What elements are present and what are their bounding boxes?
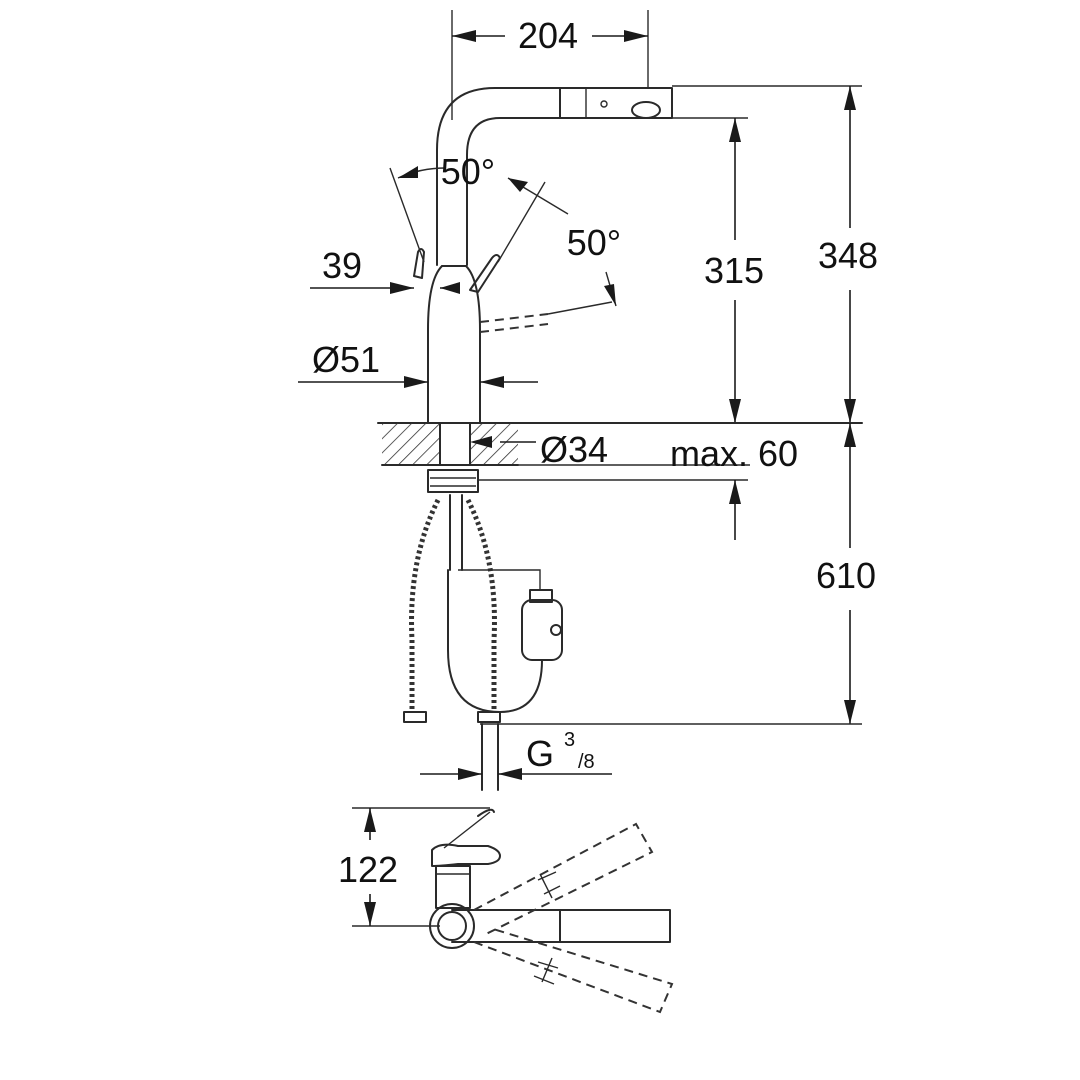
faucet-body (413, 248, 613, 423)
dimension-348: 348 (672, 85, 878, 423)
dimension-d51: Ø51 (298, 339, 538, 388)
dimension-label-39: 39 (322, 245, 362, 286)
dimension-label-610: 610 (816, 555, 876, 596)
dimension-label-g: G (526, 733, 554, 774)
dimension-label-d51: Ø51 (312, 339, 380, 380)
dimension-label-348: 348 (818, 235, 878, 276)
mounting-deck (377, 422, 863, 466)
dimension-315: 315 (660, 117, 764, 423)
dimension-d34: Ø34 (470, 429, 608, 470)
dimension-204: 204 (451, 10, 649, 120)
dimension-label-204: 204 (518, 15, 578, 56)
dimension-label-g-sup: 3 (564, 729, 575, 751)
dimension-39: 39 (310, 245, 460, 294)
plan-view: 122 (338, 807, 674, 1014)
angle-left: 50° (389, 151, 495, 263)
dimension-g38: G 3 /8 (420, 723, 612, 791)
angle-label-right: 50° (567, 222, 621, 263)
dimension-label-122: 122 (338, 849, 398, 890)
angle-right: 50° (497, 177, 621, 307)
dimension-label-d34: Ø34 (540, 429, 608, 470)
dimension-max60: max. 60 (478, 433, 798, 540)
supply-hoses (403, 469, 563, 723)
faucet-spout (436, 87, 673, 266)
dimension-label-max60: max. 60 (670, 433, 798, 474)
angle-label-left: 50° (441, 151, 495, 192)
dimension-610: 610 (480, 423, 876, 725)
dimension-label-g-sub: /8 (578, 751, 595, 773)
dimension-label-315: 315 (704, 250, 764, 291)
